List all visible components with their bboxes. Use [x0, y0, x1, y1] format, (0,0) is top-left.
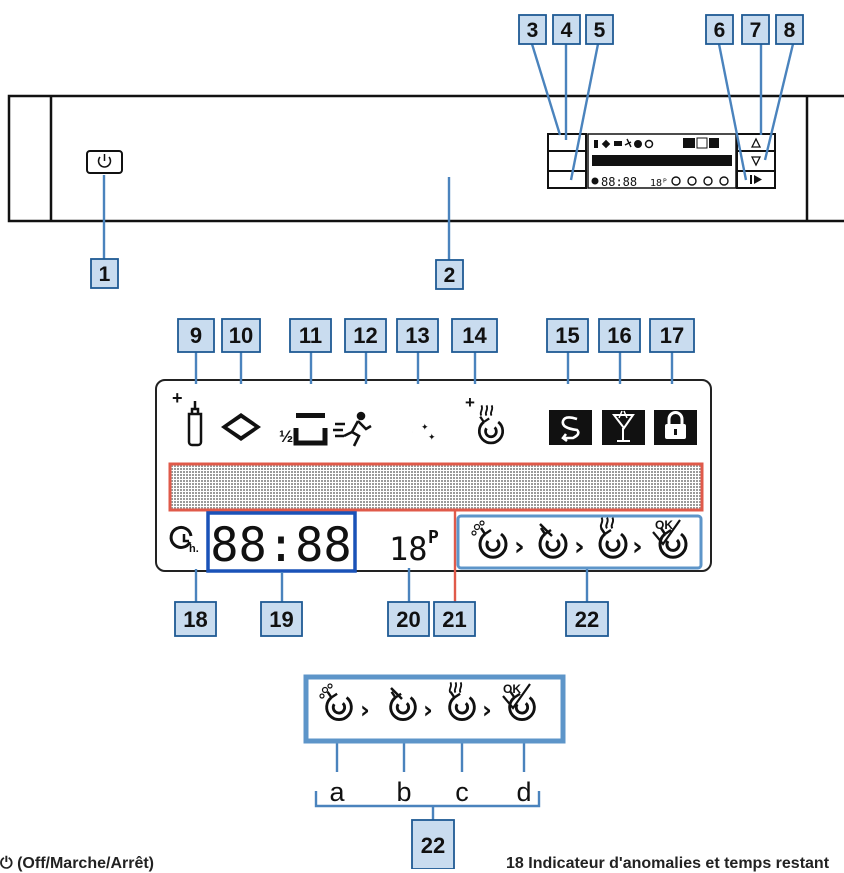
callout-14: 14: [462, 323, 487, 348]
leader-lines: [102, 43, 795, 820]
rinse-aid-icon: [549, 410, 592, 445]
chevron-icon: ›: [632, 532, 643, 562]
svg-text:OK: OK: [503, 682, 521, 696]
power-icon: [97, 154, 112, 168]
button-4[interactable]: [547, 150, 587, 172]
triangle-up-icon: [750, 137, 762, 148]
mini-program-digits: 18ᴾ: [650, 178, 668, 189]
phase-label-a: a: [329, 777, 345, 807]
chevron-icon: ›: [423, 696, 433, 724]
phase-detail: › › › OK a b c d: [303, 674, 566, 807]
svg-text:+: +: [172, 388, 183, 408]
appliance-panel: 88:88 18ᴾ: [7, 94, 844, 223]
program-suffix: P: [428, 527, 439, 548]
mini-phase-row: [671, 176, 729, 186]
text-matrix-display: [168, 462, 704, 512]
glass-care-icon: [602, 410, 645, 445]
express-icon: [333, 411, 372, 447]
callout-16: 16: [607, 323, 631, 348]
svg-text:✦: ✦: [421, 423, 429, 433]
callout-20: 20: [396, 607, 420, 632]
callout-12: 12: [353, 323, 377, 348]
callout-4: 4: [561, 19, 573, 42]
triangle-down-icon: [750, 156, 762, 167]
callout-11: 11: [299, 323, 322, 348]
delay-timer-icon: h.: [169, 526, 199, 555]
chevron-icon: ›: [360, 696, 370, 724]
callout-17: 17: [660, 323, 684, 348]
callout-5: 5: [594, 19, 606, 42]
half-load-icon: ½: [279, 413, 328, 446]
mini-display: 88:88 18ᴾ: [587, 133, 737, 189]
footer-text-left: ⏻ (Off/Marche/Arrêt): [0, 855, 155, 872]
end-icon: OK: [502, 682, 536, 722]
wash-icon: [389, 687, 417, 722]
callout-6: 6: [714, 19, 726, 42]
end-icon: OK: [652, 518, 688, 559]
svg-text:✦: ✦: [428, 433, 436, 443]
phase-label-b: b: [396, 777, 411, 807]
callout-7: 7: [750, 19, 762, 42]
clock-digits: 88:88: [210, 518, 351, 573]
svg-text:½: ½: [279, 427, 293, 446]
chevron-icon: ›: [514, 532, 525, 562]
program-digits: 18: [389, 530, 428, 568]
callout-19: 19: [269, 607, 293, 632]
callout-21: 21: [442, 607, 466, 632]
power-button[interactable]: [86, 150, 123, 174]
mini-clock-digits: 88:88: [601, 175, 637, 189]
night-icon: ✦ ✦: [411, 412, 436, 443]
phase-label-c: c: [455, 777, 469, 807]
tablet-icon: [221, 413, 261, 441]
play-pause-icon: [754, 175, 762, 184]
start-pause-button[interactable]: [736, 170, 776, 189]
chevron-icon: ›: [482, 696, 492, 724]
prewash-icon: [471, 520, 508, 559]
prewash-icon: [319, 683, 353, 722]
callout-22: 22: [575, 607, 599, 632]
svg-text:h.: h.: [189, 543, 199, 555]
wash-icon: [538, 523, 568, 559]
extra-dry-icon: +: [465, 393, 505, 445]
phase-indicator-frame: [456, 514, 703, 570]
callout-3: 3: [527, 19, 539, 42]
callout-15: 15: [555, 323, 579, 348]
display-phase-row: › › › OK: [471, 516, 688, 562]
phase-detail-frame: [303, 674, 566, 744]
mini-icon-row: [594, 137, 719, 149]
callout-8: 8: [784, 19, 796, 42]
mini-text-matrix: [592, 155, 732, 166]
lock-icon: [654, 410, 697, 445]
callout-22-legend: 22: [421, 833, 445, 858]
mini-clock-icon: [591, 177, 599, 185]
footer-text-right: 18 Indicateur d'anomalies et temps resta…: [506, 855, 830, 872]
phase-label-d: d: [516, 777, 531, 807]
svg-text:+: +: [465, 393, 475, 412]
svg-text:OK: OK: [655, 518, 673, 532]
clock-digits-frame: [206, 511, 357, 573]
callout-10: 10: [229, 323, 253, 348]
callout-9: 9: [190, 323, 202, 348]
baby-bottle-plus-icon: +: [172, 388, 203, 447]
chevron-icon: ›: [574, 532, 585, 562]
callout-18: 18: [183, 607, 207, 632]
button-5[interactable]: [547, 170, 587, 189]
callout-1: 1: [99, 263, 111, 286]
enlarged-display: + ½ ✦ ✦ +: [155, 379, 712, 573]
callout-labels: 1 2 3 4 5 6 7 8 9 10 11 12 13 14 15 16 1…: [99, 19, 796, 858]
callout-2: 2: [444, 264, 456, 287]
callout-13: 13: [405, 323, 429, 348]
callouts: [90, 14, 804, 869]
